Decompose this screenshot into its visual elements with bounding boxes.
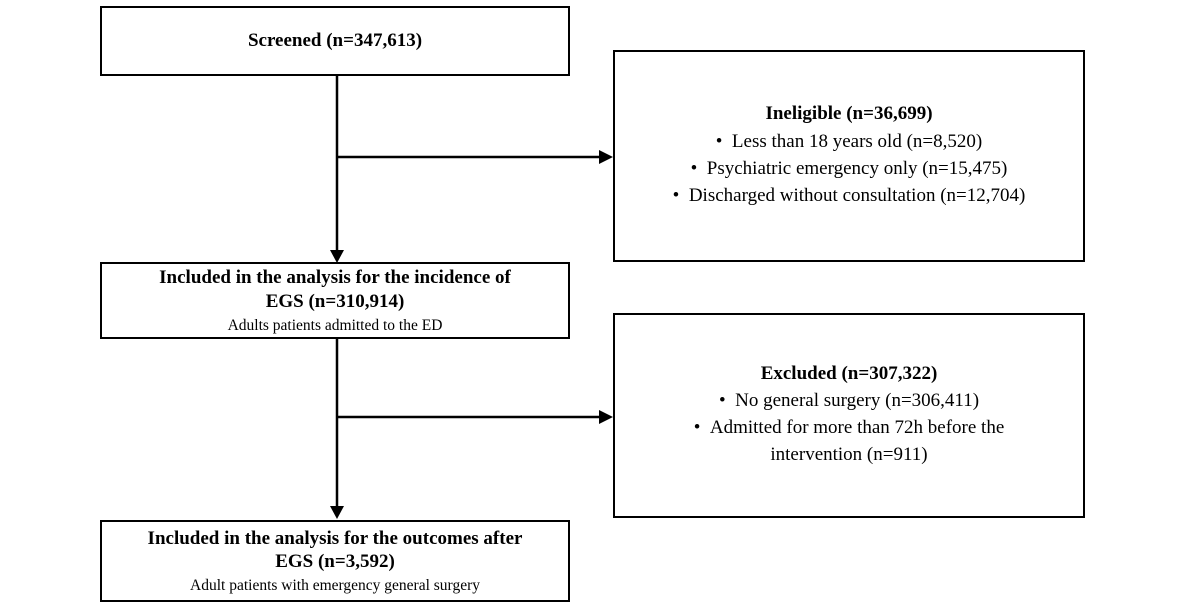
incidence-title-line2: EGS (n=310,914) <box>265 290 405 312</box>
arrow-screened-to-incidence <box>330 76 344 263</box>
screened-box: Screened (n=347,613) <box>100 6 570 76</box>
excluded-title: Excluded (n=307,322) <box>760 362 938 384</box>
incidence-title-line1: Included in the analysis for the inciden… <box>159 267 511 289</box>
excluded-box: Excluded (n=307,322) No general surgery … <box>613 313 1085 518</box>
excluded-item: No general surgery (n=306,411) <box>653 388 1045 415</box>
ineligible-item: Discharged without consultation (n=12,70… <box>673 183 1025 210</box>
arrow-incidence-to-outcomes <box>330 339 344 519</box>
arrow-to-ineligible <box>336 150 613 164</box>
ineligible-item: Psychiatric emergency only (n=15,475) <box>673 156 1026 183</box>
ineligible-box: Ineligible (n=36,699) Less than 18 years… <box>613 50 1085 262</box>
ineligible-list: Less than 18 years old (n=8,520) Psychia… <box>673 129 1026 210</box>
outcomes-title-line2: EGS (n=3,592) <box>275 551 395 573</box>
incidence-subtitle: Adults patients admitted to the ED <box>227 316 443 334</box>
screened-title: Screened (n=347,613) <box>247 30 423 52</box>
outcomes-box: Included in the analysis for the outcome… <box>100 520 570 602</box>
ineligible-title: Ineligible (n=36,699) <box>765 103 933 125</box>
outcomes-subtitle: Adult patients with emergency general su… <box>190 577 480 595</box>
excluded-list: No general surgery (n=306,411) Admitted … <box>653 388 1045 469</box>
arrow-to-excluded <box>336 410 613 424</box>
ineligible-item: Less than 18 years old (n=8,520) <box>673 129 1026 156</box>
incidence-box: Included in the analysis for the inciden… <box>100 262 570 339</box>
excluded-item: Admitted for more than 72h before the in… <box>653 415 1045 469</box>
outcomes-title-line1: Included in the analysis for the outcome… <box>147 527 523 549</box>
